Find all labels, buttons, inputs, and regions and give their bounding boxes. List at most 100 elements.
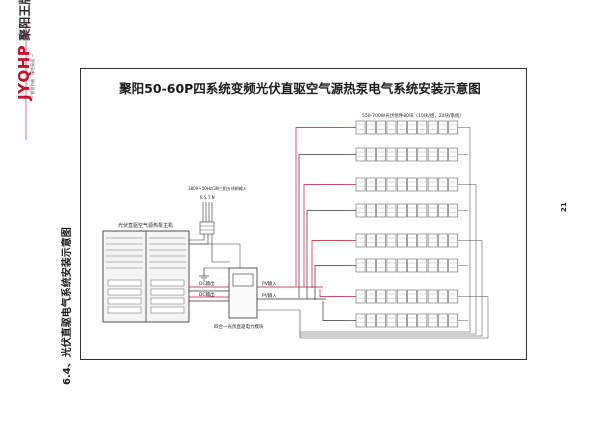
pv-panel <box>366 177 376 192</box>
pv-panel <box>386 289 397 304</box>
pv-row <box>355 258 459 273</box>
pv-panel <box>366 203 376 218</box>
pv-panel <box>376 233 386 248</box>
pv-panel <box>366 233 376 248</box>
pv-panel <box>407 147 417 162</box>
pv-row <box>355 313 459 328</box>
pv-return-bus <box>300 184 477 335</box>
power-module <box>228 267 258 319</box>
pv-return-bus <box>300 127 471 333</box>
pv-panel <box>366 313 376 328</box>
pv-panel <box>427 313 438 328</box>
pv-array-label: 550-700W光伏组件80块（10块/组，20块/系统） <box>362 112 464 119</box>
pv-panel <box>448 177 459 192</box>
grille-slat <box>150 306 185 314</box>
module-label: 四合一光伏直驱电力模块 <box>214 323 264 330</box>
pv-panel <box>366 120 376 135</box>
pv-panel <box>407 258 417 273</box>
pv-panel <box>417 313 428 328</box>
pv-panel <box>438 120 448 135</box>
pv-row <box>355 120 459 135</box>
pv-row <box>355 177 459 192</box>
pv-trunk-positive <box>319 289 346 297</box>
pv-row <box>355 147 459 162</box>
pv-panel <box>438 147 448 162</box>
pv-panel <box>396 258 407 273</box>
pv-panel <box>417 120 428 135</box>
pv-panel <box>417 258 428 273</box>
grille-slat <box>150 288 185 296</box>
pv-panel <box>396 289 407 304</box>
pv-panel <box>376 313 386 328</box>
pv-panel <box>427 177 438 192</box>
pv-panel <box>355 147 366 162</box>
pv-panel <box>366 147 376 162</box>
pv-array <box>355 120 459 328</box>
pv-panel <box>448 289 459 304</box>
host-right-fan-section <box>145 230 190 323</box>
grille-slat <box>107 279 142 287</box>
pv-panel <box>427 289 438 304</box>
pv-panel <box>448 258 459 273</box>
module-signal-line <box>189 243 241 268</box>
pv-panel <box>355 120 366 135</box>
pv-panel <box>438 258 448 273</box>
pv-panel <box>427 203 438 218</box>
pv-row <box>355 203 459 218</box>
pv-panel <box>417 289 428 304</box>
pv-panel <box>427 258 438 273</box>
pv-panel <box>386 258 397 273</box>
pv-panel <box>448 120 459 135</box>
pv-panel <box>386 233 397 248</box>
pv-panel <box>366 289 376 304</box>
pv-panel <box>407 120 417 135</box>
pv-panel <box>376 147 386 162</box>
pv-panel <box>448 233 459 248</box>
pv-panel <box>427 147 438 162</box>
pv-panel <box>417 203 428 218</box>
pv-panel <box>448 203 459 218</box>
pv-panel <box>417 177 428 192</box>
pv-wiring <box>189 127 489 339</box>
host-label: 光伏直驱空气源热泵主机 <box>118 222 173 229</box>
pv-panel <box>386 203 397 218</box>
pv-trunk-positive <box>311 240 346 288</box>
pv-panel <box>407 203 417 218</box>
pv-panel <box>386 313 397 328</box>
pv-panel <box>376 289 386 304</box>
pv-panel <box>396 177 407 192</box>
pv-trunk-positive <box>295 127 346 286</box>
grille-slat <box>150 297 185 305</box>
diagram-title: 聚阳50-60P四系统变频光伏直驱空气源热泵电气系统安装示意图 <box>119 81 481 96</box>
pv-panel <box>417 147 428 162</box>
pv-panel <box>407 233 417 248</box>
grille-slat <box>150 279 185 287</box>
pv-panel <box>448 313 459 328</box>
pv-trunk-negative <box>298 154 346 298</box>
pv-panel <box>386 120 397 135</box>
pv-panel <box>376 120 386 135</box>
pv-panel <box>355 258 366 273</box>
pv-panel <box>427 233 438 248</box>
pv-panel <box>407 177 417 192</box>
pv-input-label-1: PV输入 <box>262 280 277 287</box>
pv-panel <box>355 203 366 218</box>
dc-output-label-2: DC输出 <box>199 291 215 298</box>
pv-panel <box>366 258 376 273</box>
pv-panel <box>396 233 407 248</box>
pv-panel <box>355 313 366 328</box>
pv-panel <box>448 147 459 162</box>
pv-panel <box>396 203 407 218</box>
module-display <box>232 273 254 287</box>
pv-panel <box>386 147 397 162</box>
pv-panel <box>438 233 448 248</box>
pv-row <box>355 289 459 304</box>
dc-output-label-1: DC输出 <box>199 280 215 287</box>
pv-panel <box>396 147 407 162</box>
pv-panel <box>355 233 366 248</box>
power-supply-label: 380V~50Hz/3N三相五线制输入 <box>188 185 247 191</box>
pv-panel <box>407 313 417 328</box>
grille-slat <box>107 297 142 305</box>
dc-output-lines <box>189 286 229 302</box>
